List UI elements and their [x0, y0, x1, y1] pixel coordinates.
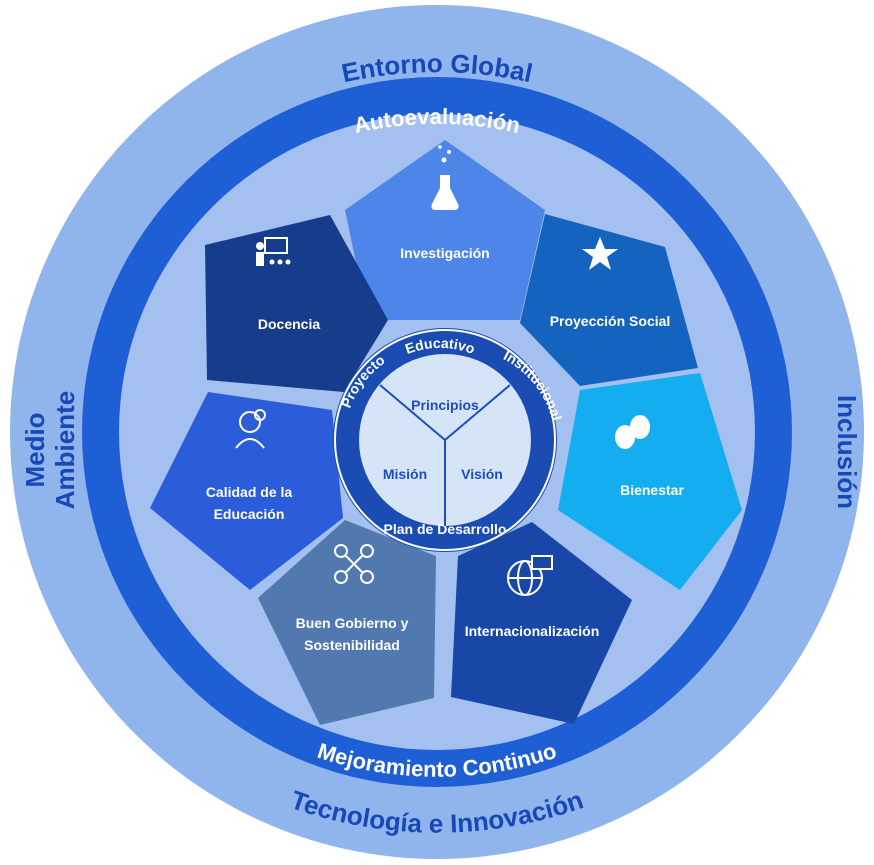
person-gear-icon [235, 409, 266, 449]
outer-ring-left-label-2: Ambiente [50, 391, 80, 509]
petal-label-internacionalizacion: Internacionalización [465, 623, 600, 639]
core-label-plan-desarrollo: Plan de Desarrollo [384, 521, 507, 537]
petal-investigacion[interactable]: Investigación [345, 140, 545, 320]
theater-masks-icon [615, 415, 650, 449]
people-star-icon [582, 237, 618, 270]
outer-ring-left-label-1: Medio [20, 412, 50, 487]
flask-icon [431, 145, 459, 210]
petal-calidad-educacion[interactable]: Calidad de la Educación [150, 392, 343, 590]
petal-buen-gobierno[interactable]: Buen Gobierno y Sostenibilidad [258, 520, 436, 725]
petal-internacionalizacion[interactable]: Internacionalización [451, 522, 632, 724]
petal-label-calidad-1: Calidad de la [206, 484, 293, 500]
petal-label-gobierno-2: Sostenibilidad [304, 637, 400, 653]
center-label-vision: Visión [461, 466, 503, 482]
petal-label-docencia: Docencia [258, 316, 320, 332]
petal-bienestar[interactable]: Bienestar [558, 373, 742, 590]
globe-icon [507, 555, 553, 596]
petal-label-bienestar: Bienestar [620, 482, 684, 498]
petal-label-gobierno-1: Buen Gobierno y [296, 615, 409, 631]
money-network-icon [334, 544, 374, 584]
center-divider [379, 384, 511, 526]
petal-label-calidad-2: Educación [214, 506, 285, 522]
teacher-board-icon [256, 237, 291, 266]
petal-proyeccion-social[interactable]: Proyección Social [520, 214, 698, 386]
petal-label-proyeccion: Proyección Social [550, 313, 671, 329]
core-ring-border [334, 329, 556, 551]
petal-docencia[interactable]: Docencia [205, 215, 388, 392]
petal-label-investigacion: Investigación [400, 245, 489, 261]
core-label-educativo: Educativo [403, 335, 477, 357]
center-label-mision: Misión [383, 466, 427, 482]
center-label-principios: Principios [411, 397, 479, 413]
outer-ring-right-label: Inclusión [832, 395, 862, 509]
